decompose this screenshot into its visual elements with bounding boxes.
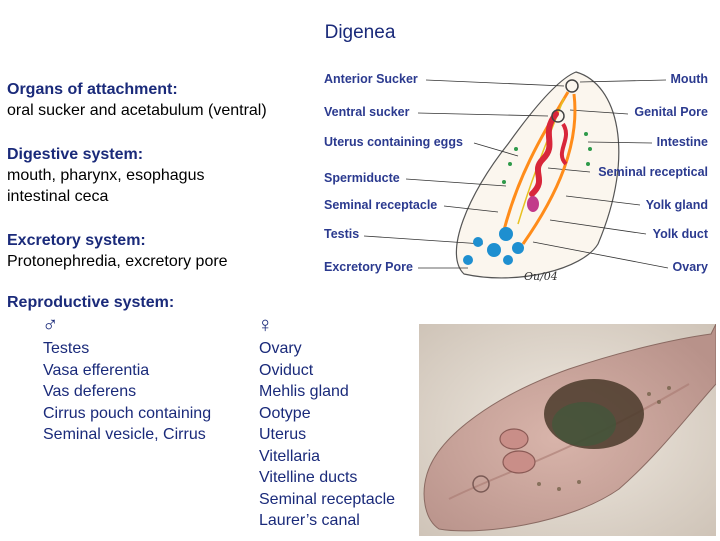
male-symbol: ♂ (42, 312, 59, 337)
female-symbol: ♀ (257, 312, 274, 337)
list-item: Vas deferens (43, 383, 137, 400)
label-seminal-receptical: Seminal receptical (598, 165, 708, 179)
list-item: Vasa efferentia (43, 361, 150, 379)
list-item: Vitellaria (259, 447, 321, 465)
digestive-line: mouth, pharynx, esophagus (7, 167, 205, 184)
attachment-heading: Organs of attachment: (7, 81, 178, 98)
attachment-line: oral sucker and acetabulum (ventral) (7, 102, 267, 119)
list-item: Seminal vesicle, Cirrus (43, 426, 206, 443)
fluke-anatomy-diagram: Anterior Sucker Ventral sucker Uterus co… (318, 64, 714, 290)
label-testis: Testis (324, 227, 360, 241)
label-yolk-gland: Yolk gland (645, 198, 708, 212)
list-item: Laurer’s canal (259, 512, 360, 529)
digestive-section: Digestive system: mouth, pharynx, esopha… (7, 144, 204, 207)
label-seminal-receptacle: Seminal receptacle (324, 198, 438, 212)
male-organ-list: Testes Vasa efferentia Vas deferens Cirr… (43, 338, 211, 446)
digestive-heading: Digestive system: (7, 146, 144, 163)
label-yolk-duct: Yolk duct (652, 227, 708, 241)
list-item: Mehlis gland (259, 383, 349, 400)
label-uterus: Uterus containing eggs (324, 135, 463, 149)
list-item: Uterus (259, 426, 307, 443)
excretory-heading: Excretory system: (7, 232, 146, 249)
fluke-micrograph (419, 323, 717, 536)
list-item: Seminal receptacle (259, 490, 396, 508)
list-item: Ovary (259, 340, 302, 357)
illustrator-signature: Ou/04 (524, 270, 558, 283)
reproductive-section: Reproductive system: (7, 292, 174, 313)
female-organ-list: Ovary Oviduct Mehlis gland Ootype Uterus… (259, 338, 395, 532)
list-item: Vitelline ducts (259, 469, 358, 486)
label-intestine: Intestine (656, 135, 708, 149)
excretory-line: Protonephredia, excretory pore (7, 253, 228, 270)
label-anterior-sucker: Anterior Sucker (324, 72, 418, 86)
excretory-section: Excretory system: Protonephredia, excret… (7, 230, 228, 272)
fluke-illustration (363, 71, 669, 279)
list-item: Ootype (259, 404, 311, 422)
label-genital-pore: Genital Pore (634, 105, 708, 119)
attachment-section: Organs of attachment: oral sucker and ac… (7, 79, 267, 121)
reproductive-heading: Reproductive system: (7, 294, 175, 311)
page-title: Digenea (324, 22, 396, 43)
label-ovary: Ovary (672, 260, 708, 274)
digestive-line: intestinal ceca (7, 188, 109, 205)
list-item: Oviduct (259, 361, 314, 379)
list-item: Cirrus pouch containing (43, 404, 212, 422)
label-excretory-pore: Excretory Pore (324, 260, 413, 274)
label-ventral-sucker: Ventral sucker (324, 105, 410, 119)
list-item: Testes (43, 340, 90, 357)
label-spermiducte: Spermiducte (324, 171, 400, 185)
micrograph-image (419, 323, 717, 536)
label-mouth: Mouth (670, 72, 708, 86)
